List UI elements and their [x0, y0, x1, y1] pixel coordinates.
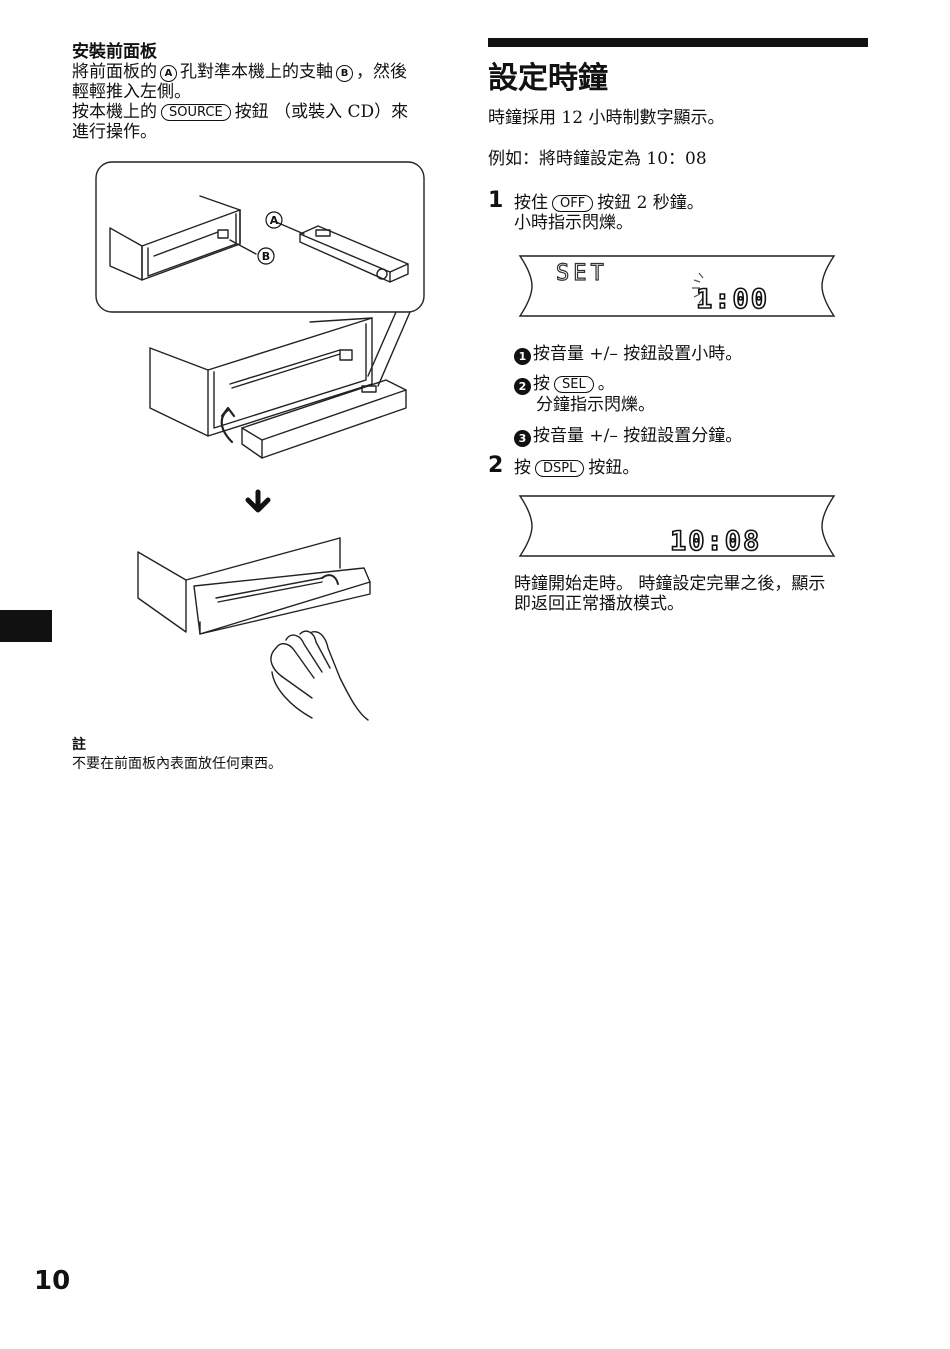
display-time-1: 1:00: [696, 284, 769, 315]
chapter-side-tab: [0, 610, 52, 642]
display-set-label: SET: [556, 261, 608, 286]
callout-a-label: A: [270, 214, 279, 227]
front-panel-install-illustration: A B: [95, 161, 425, 721]
intro-line-2: 例如：將時鐘設定為 10：08: [488, 149, 707, 169]
marker-b-icon: B: [336, 65, 353, 82]
note-text: 不要在前面板內表面放任何東西。: [72, 756, 282, 772]
source-button-label: SOURCE: [161, 104, 231, 121]
final-paragraph: 時鐘開始走時。 時鐘設定完畢之後，顯示 即返回正常播放模式。: [514, 574, 826, 614]
main-unit-body: [149, 317, 373, 437]
step-1-number: 1: [488, 188, 504, 213]
install-heading: 安裝前面板: [72, 42, 157, 62]
down-arrow-icon: [245, 489, 271, 513]
closed-unit-body: [137, 537, 341, 633]
section-title: 設定時鐘: [488, 61, 608, 96]
callout-a-icon: [265, 211, 283, 229]
blink-indicator-icon: [692, 272, 704, 304]
display-time-2: 10:08: [670, 526, 761, 557]
install-line-4: 進行操作。: [72, 122, 157, 142]
inset-unit-body: [109, 209, 241, 281]
install-line-2: 輕輕推入左側。: [72, 82, 191, 102]
dspl-button-label: DSPL: [535, 460, 585, 477]
main-panel: [241, 379, 407, 441]
display-set-hour: SET 1:00: [518, 255, 836, 317]
step-2-number: 2: [488, 453, 504, 478]
substep-3-number-icon: 3: [514, 430, 531, 447]
marker-a-icon: A: [160, 65, 177, 82]
substep-2-number-icon: 2: [514, 378, 531, 395]
inset-frame: [95, 161, 425, 313]
section-title-bar: [488, 38, 868, 47]
off-button-label: OFF: [552, 195, 594, 212]
hand: [275, 630, 369, 721]
callout-b-icon: [257, 247, 275, 265]
display-clock-running: 10:08: [518, 495, 836, 558]
note-title: 註: [72, 737, 86, 753]
page-number: 10: [34, 1266, 71, 1296]
sel-button-label: SEL: [554, 376, 594, 393]
intro-line-1: 時鐘採用 12 小時制數字顯示。: [488, 108, 725, 128]
callout-b-label: B: [262, 250, 270, 263]
substep-1-number-icon: 1: [514, 348, 531, 365]
